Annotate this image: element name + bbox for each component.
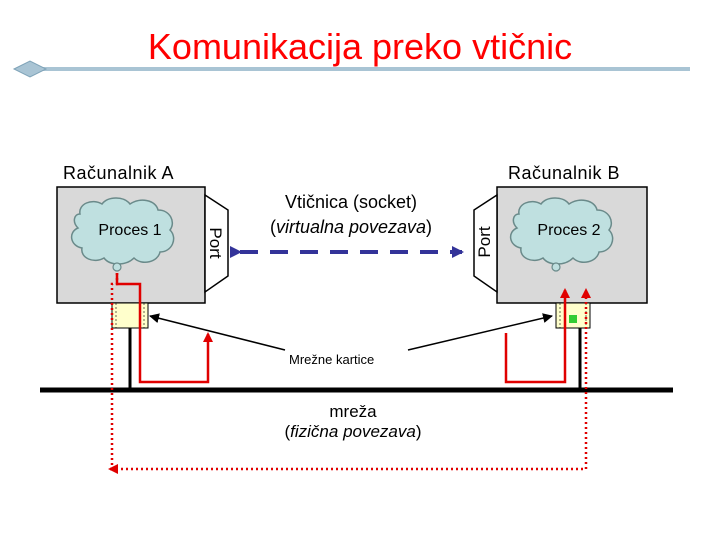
socket-label: Vtičnica (socket) (virtualna povezava) bbox=[256, 190, 446, 240]
socket-title: Vtičnica (socket) bbox=[284, 192, 418, 212]
nic-pointer-a bbox=[149, 313, 286, 351]
nic-b-card bbox=[555, 302, 591, 329]
computer-a-label: Računalnik A bbox=[63, 163, 175, 183]
nic-pointer-b bbox=[407, 313, 553, 351]
nic-a-card bbox=[111, 302, 149, 329]
port-b-label: Port bbox=[475, 226, 494, 258]
computer-b-label: Računalnik B bbox=[508, 163, 621, 183]
nic-b-chip bbox=[569, 315, 577, 323]
network-title: mreža bbox=[329, 402, 377, 421]
process-1-cloud bbox=[70, 197, 175, 272]
socket-subtitle: (virtualna povezava) bbox=[269, 217, 433, 237]
data-path-a bbox=[115, 273, 213, 384]
port-a-shape bbox=[204, 193, 229, 294]
port-b-shape bbox=[473, 193, 498, 294]
data-path-b bbox=[504, 288, 570, 384]
process-2-cloud bbox=[509, 197, 614, 272]
process-2-label: Proces 2 bbox=[537, 222, 601, 239]
network-label: mreža (fizična povezava) bbox=[248, 402, 458, 442]
network-subtitle: (fizična povezava) bbox=[284, 422, 422, 441]
title-underline bbox=[12, 60, 690, 78]
nic-label: Mrežne kartice bbox=[289, 352, 375, 367]
page-title: Komunikacija preko vtičnic bbox=[147, 26, 573, 67]
port-a-label: Port bbox=[206, 227, 225, 259]
process-1-label: Proces 1 bbox=[98, 222, 162, 239]
